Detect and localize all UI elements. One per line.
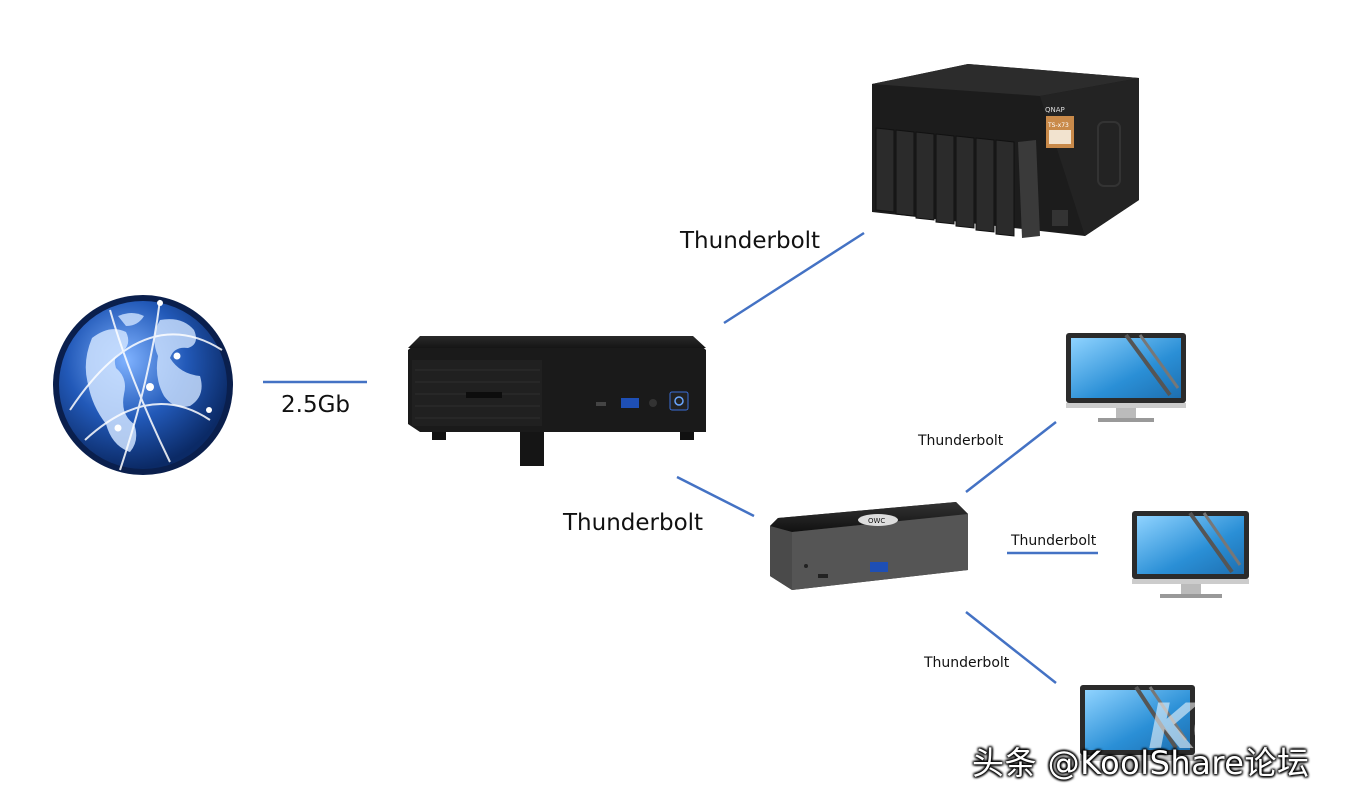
link-label-internet: 2.5Gb xyxy=(281,392,350,418)
link-label-nas: Thunderbolt xyxy=(680,228,821,254)
line-monitor-bottom xyxy=(965,611,1057,684)
link-label-monitor-middle: Thunderbolt xyxy=(1011,533,1097,549)
link-label-monitor-top: Thunderbolt xyxy=(918,433,1004,449)
monitor-bottom-icon xyxy=(1080,685,1195,773)
line-hub xyxy=(676,475,755,518)
hub-brand-label: OWC xyxy=(868,517,885,525)
line-nas xyxy=(723,231,865,325)
nas-icon: QNAP TS-x73 xyxy=(872,64,1139,238)
monitor-middle-icon xyxy=(1132,511,1249,598)
watermark-text: 头条 @KoolShare论坛 xyxy=(972,744,1310,782)
connector-lines xyxy=(263,231,1098,684)
thunderbolt-hub-icon: OWC xyxy=(770,502,968,590)
internet-globe-icon xyxy=(53,295,233,475)
monitor-top-icon xyxy=(1066,333,1186,422)
nas-model-label: TS-x73 xyxy=(1047,122,1069,129)
line-monitor-top xyxy=(965,421,1057,493)
nas-brand-label: QNAP xyxy=(1045,106,1065,114)
mini-pc-icon xyxy=(408,336,706,466)
link-label-hub: Thunderbolt xyxy=(563,510,704,536)
link-label-monitor-bottom: Thunderbolt xyxy=(924,655,1010,671)
watermark-logo: KOOL xyxy=(1148,690,1337,763)
